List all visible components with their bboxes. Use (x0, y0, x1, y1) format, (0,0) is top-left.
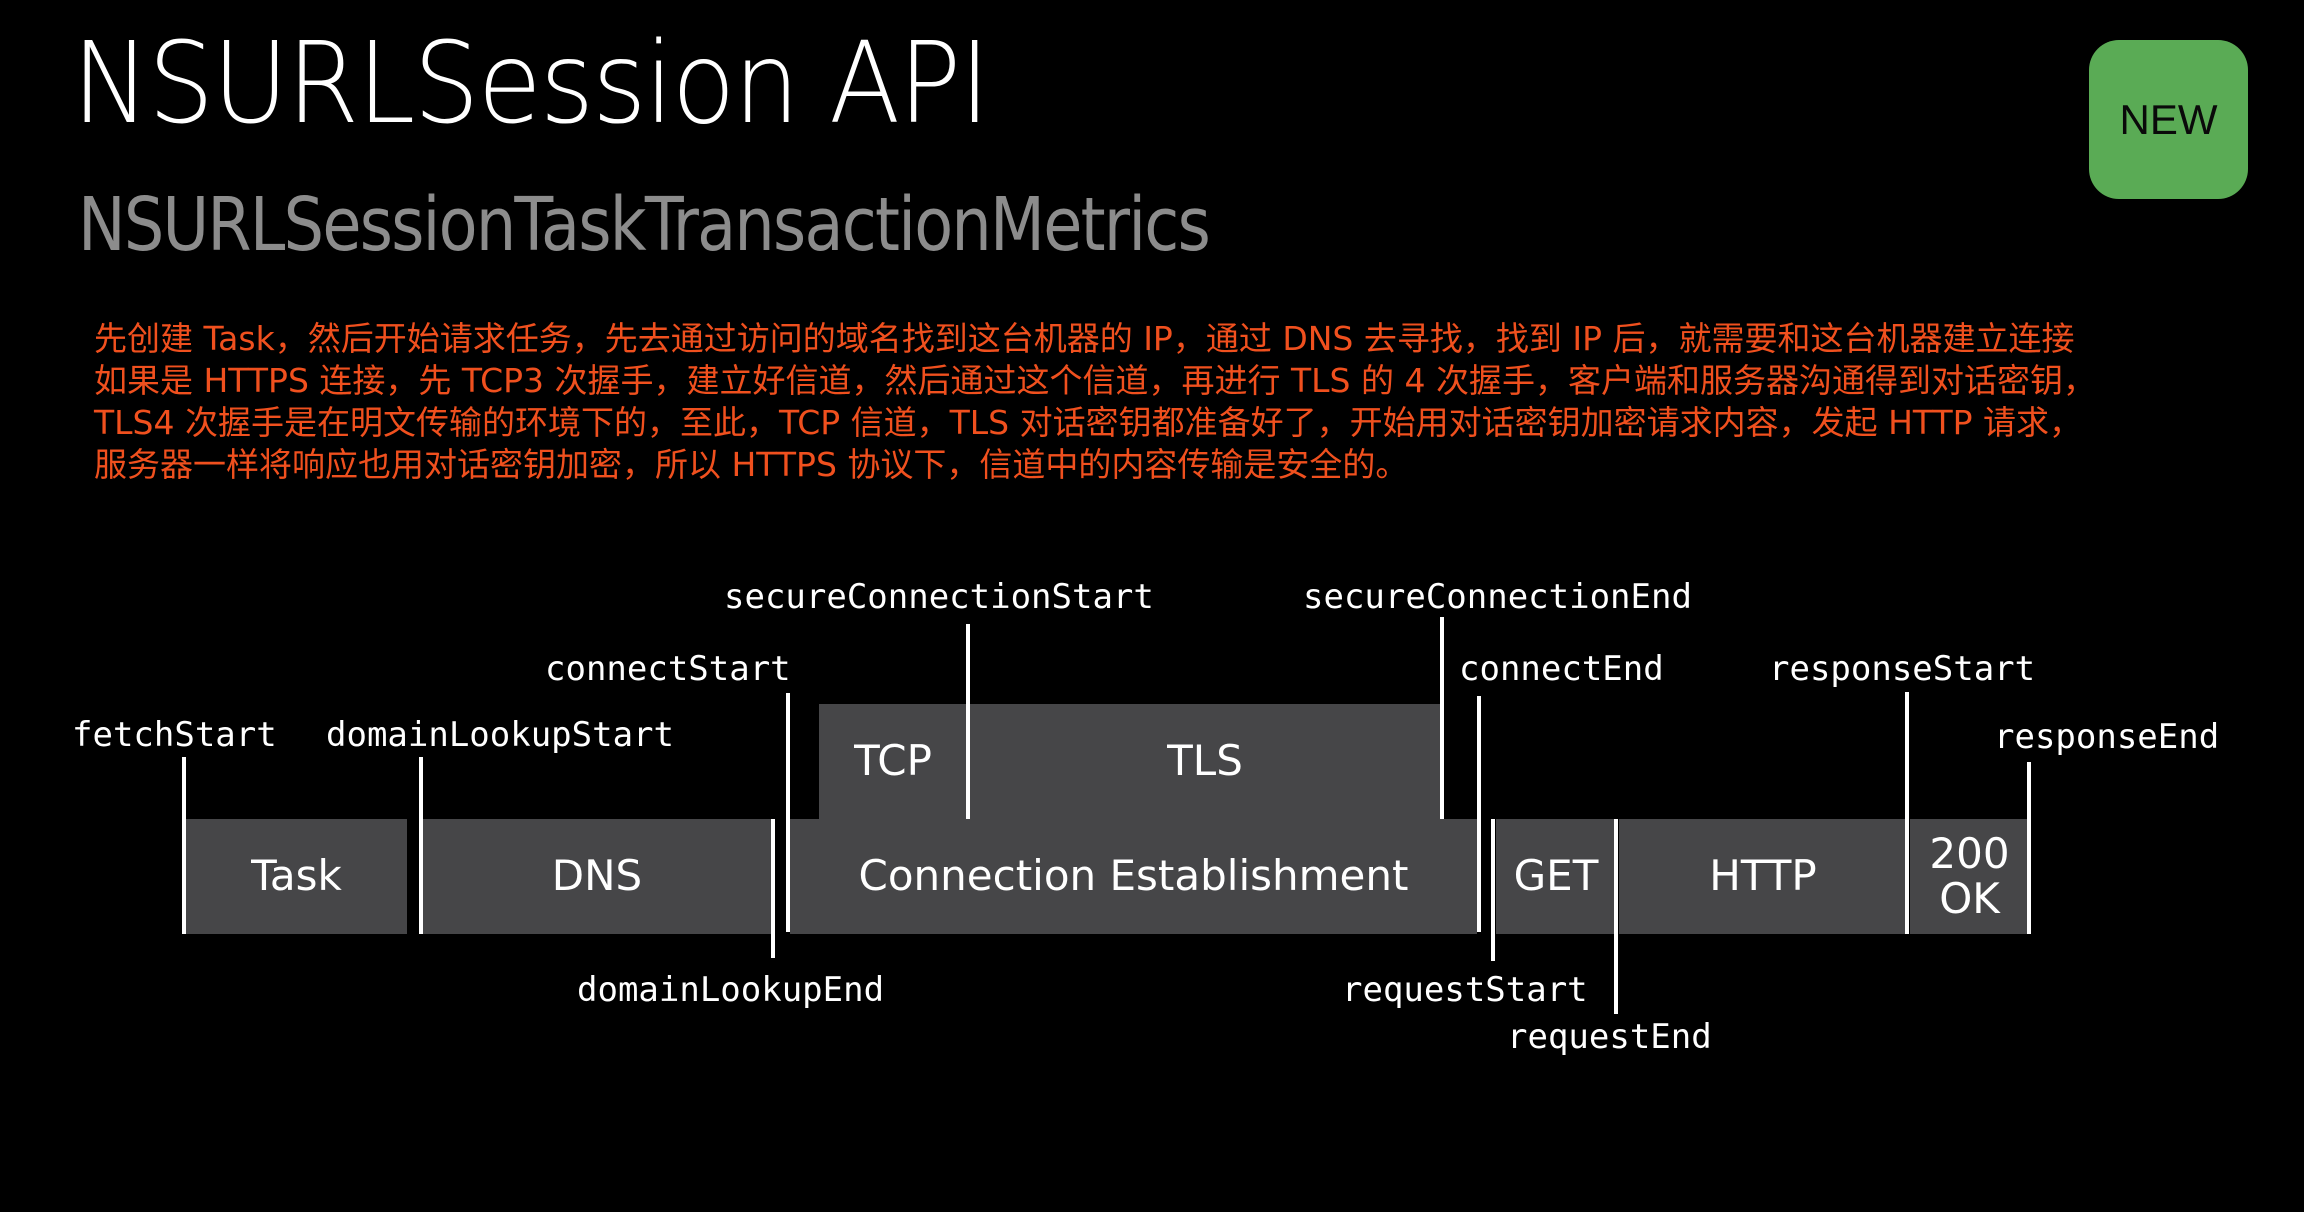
phase-label: HTTP (1709, 851, 1817, 901)
note-line: 服务器一样将响应也用对话密钥加密，所以 HTTPS 协议下，信道中的内容传输是安… (94, 445, 1409, 484)
phase-label: 200 OK (1929, 829, 2010, 923)
marker-line-fetchStart (182, 757, 186, 934)
note-line: TLS4 次握手是在明文传输的环境下的，至此，TCP 信道，TLS 对话密钥都准… (94, 403, 2083, 442)
phase-block-tls: TLS (970, 704, 1440, 819)
marker-line-domainLookupStart (419, 757, 423, 934)
slide-title: NSURLSession API (72, 19, 990, 149)
marker-line-requestEnd (1614, 819, 1618, 1014)
marker-label-fetchStart: fetchStart (72, 715, 277, 755)
marker-label-secureConnectionStart: secureConnectionStart (724, 577, 1154, 617)
marker-line-responseEnd (2027, 762, 2031, 934)
note-line: 如果是 HTTPS 连接，先 TCP3 次握手，建立好信道，然后通过这个信道，再… (94, 361, 2096, 400)
marker-label-requestEnd: requestEnd (1507, 1017, 1712, 1057)
phase-block-get: GET (1496, 819, 1616, 934)
marker-line-secureConnectionStart (966, 624, 970, 819)
phase-label: Connection Establishment (858, 851, 1409, 901)
note-line: 先创建 Task，然后开始请求任务，先去通过访问的域名找到这台机器的 IP，通过… (94, 319, 2075, 358)
marker-label-secureConnectionEnd: secureConnectionEnd (1303, 577, 1692, 617)
annotation-notes: 先创建 Task，然后开始请求任务，先去通过访问的域名找到这台机器的 IP，通过… (94, 318, 2234, 486)
marker-label-domainLookupEnd: domainLookupEnd (577, 970, 885, 1010)
marker-line-connectEnd (1477, 696, 1481, 932)
phase-label: TLS (1167, 736, 1243, 786)
phase-label: GET (1513, 851, 1599, 901)
phase-block-tcp: TCP (819, 704, 967, 819)
marker-line-connectStart (786, 693, 790, 932)
phase-block-http: HTTP (1619, 819, 1907, 934)
phase-block-connection: Connection Establishment (790, 819, 1477, 934)
marker-line-secureConnectionEnd (1440, 617, 1444, 819)
marker-line-responseStart (1905, 692, 1909, 934)
marker-label-responseStart: responseStart (1769, 649, 2036, 689)
phase-block-ok: 200 OK (1910, 819, 2029, 934)
phase-label: TCP (854, 736, 932, 786)
marker-label-responseEnd: responseEnd (1994, 717, 2220, 757)
marker-line-domainLookupEnd (771, 819, 775, 958)
marker-line-requestStart (1491, 819, 1495, 961)
marker-label-connectEnd: connectEnd (1459, 649, 1664, 689)
marker-label-requestStart: requestStart (1342, 970, 1588, 1010)
phase-label: DNS (551, 851, 643, 901)
phase-label: Task (251, 851, 342, 901)
new-badge: NEW (2089, 40, 2248, 199)
marker-label-connectStart: connectStart (545, 649, 791, 689)
phase-block-task: Task (186, 819, 407, 934)
slide-subtitle: NSURLSessionTaskTransactionMetrics (78, 182, 1211, 268)
marker-label-domainLookupStart: domainLookupStart (326, 715, 674, 755)
phase-block-dns: DNS (423, 819, 771, 934)
